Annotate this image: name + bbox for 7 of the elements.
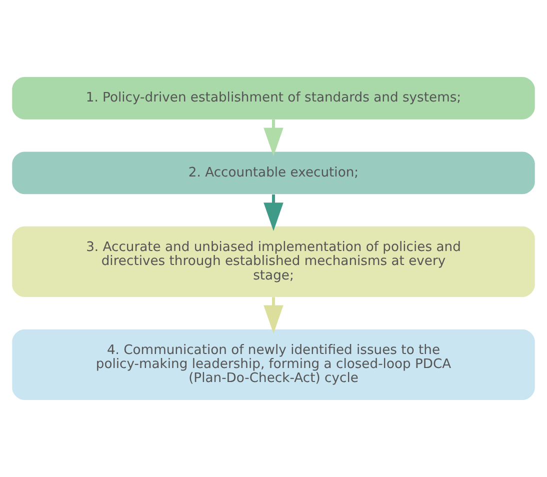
arrow [264, 194, 284, 231]
node-box: 1. Policy-driven establishment of standards and systems; [12, 77, 535, 120]
arrow [264, 297, 284, 334]
arrow [264, 119, 284, 156]
node-box: 3. Accurate and unbiased implementation of policies and directives through established mechanisms at every stage; [12, 226, 535, 298]
node-box: 2. Accountable execution; [12, 152, 535, 194]
node-box: 4. Communication of newly identified issues to the policy-making leadership, forming a closed-loop PDCA (Plan-Do-Check-Act) cycle [12, 329, 535, 400]
